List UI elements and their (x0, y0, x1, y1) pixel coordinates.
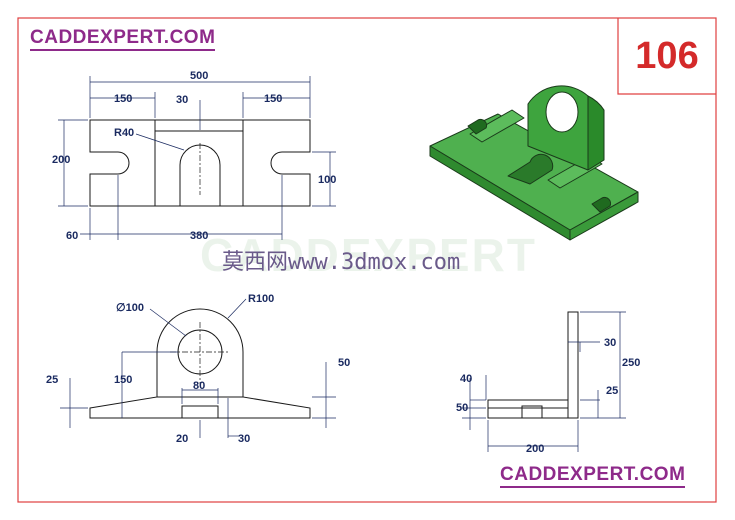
front-view-outline (89, 308, 311, 419)
side-view (487, 311, 579, 419)
watermark-ghost: CADDEXPERT (200, 229, 537, 281)
dim-base-offset: 25 (606, 385, 618, 397)
brand-logo-top[interactable]: CADDEXPERT.COM (30, 28, 216, 51)
model-rib-left (469, 109, 525, 143)
dim-notch-width: 80 (193, 380, 205, 392)
dim-left-end: 150 (114, 93, 132, 105)
side-view-outline (487, 311, 579, 419)
dim-notch-depth: 20 (176, 433, 188, 445)
dim-outer-radius: R100 (248, 293, 274, 305)
dim-total-height: 250 (622, 357, 640, 369)
dim-rib-width: 30 (238, 433, 250, 445)
isometric-model (429, 85, 639, 241)
sheet-border (17, 17, 717, 503)
dim-base-height: 50 (456, 402, 468, 414)
top-view-dimensions (58, 76, 336, 240)
brand-logo-bottom[interactable]: CADDEXPERT.COM (500, 465, 686, 488)
model-slot-left (467, 118, 488, 135)
front-view (89, 308, 311, 419)
dim-depth: 200 (52, 154, 70, 166)
side-view-notch (521, 405, 543, 419)
top-view (89, 119, 311, 207)
sheet-number-box (617, 18, 716, 95)
dim-upright-thickness: 30 (604, 337, 616, 349)
dim-base-length: 200 (526, 443, 544, 455)
sheet-number: 106 (635, 34, 699, 77)
dim-base-thickness: 25 (46, 374, 58, 386)
dim-slot-width: 100 (318, 174, 336, 186)
side-view-dimensions (462, 311, 626, 452)
model-upright-side (587, 95, 605, 171)
model-hole (545, 91, 579, 133)
front-view-notch (181, 405, 219, 419)
dim-hole-dia: ∅100 (116, 302, 144, 314)
dim-overall-width: 500 (190, 70, 208, 82)
dim-step-height: 40 (460, 373, 472, 385)
dim-right-end: 150 (264, 93, 282, 105)
model-slot-right (591, 196, 612, 213)
dim-hole-height: 150 (114, 374, 132, 386)
model-base-right (569, 191, 639, 241)
watermark-text: 莫西网www.3dmox.com (222, 250, 461, 275)
model-slot-center (507, 153, 554, 185)
dim-rib-thickness: 30 (176, 94, 188, 106)
dim-slot-radius: R40 (114, 127, 134, 139)
dim-slot-span: 380 (190, 230, 208, 242)
dim-rib-height: 50 (338, 357, 350, 369)
dim-slot-offset: 60 (66, 230, 78, 242)
top-view-outline (89, 119, 311, 207)
front-view-dimensions (60, 298, 336, 438)
